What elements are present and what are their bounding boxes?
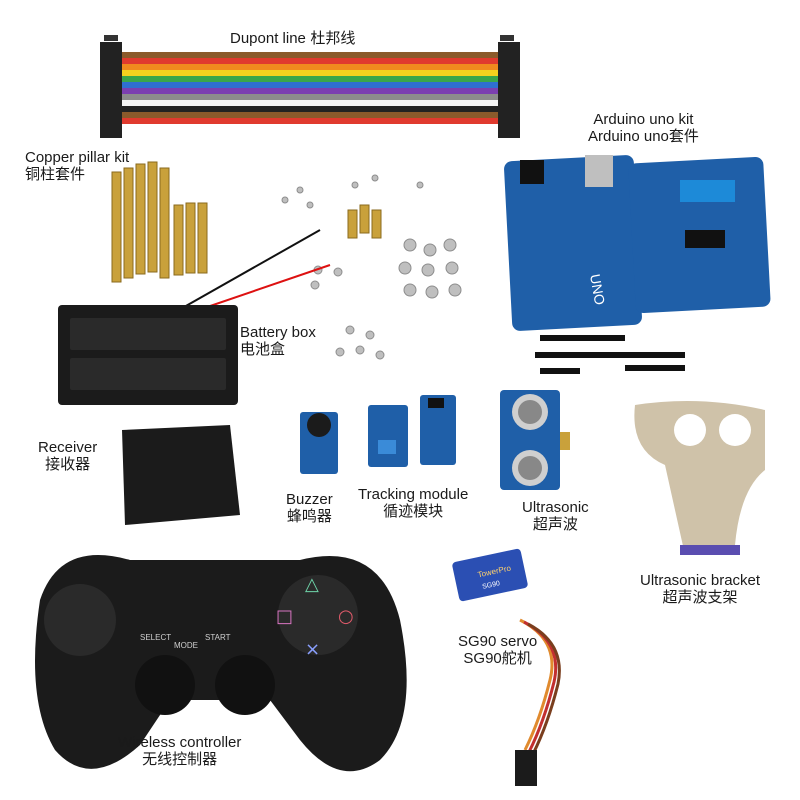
label-ultrasonic: Ultrasonic 超声波 [522,499,589,533]
label-arduino-en: Arduino uno kit [593,111,694,128]
uno-silk-text: UNO [587,273,608,307]
buzzer-module [300,412,338,474]
label-tracking-en: Tracking module [358,486,469,503]
label-receiver: Receiver 接收器 [38,439,98,473]
label-ultrasonic-bracket: Ultrasonic bracket 超声波支架 [640,572,761,606]
label-dupont-zh: 杜邦线 [310,30,356,47]
label-servo-en: SG90 servo [458,633,538,650]
ultrasonic-bracket [634,401,765,555]
circle-button-icon: ○ [338,606,354,627]
triangle-icon: △ [305,574,319,595]
label-tracking-module: Tracking module 循迹模块 [358,486,469,520]
servo-model-text: SG90 [482,580,501,591]
label-controller-en: Wireless controller [118,734,242,751]
battery-box [58,229,331,405]
label-battery-box: Battery box 电池盒 [240,324,316,358]
label-arduino-zh: Arduino uno套件 [588,127,699,145]
label-battery-zh: 电池盒 [240,340,286,358]
label-buzzer-zh: 蜂鸣器 [286,507,332,525]
label-bracket-en: Ultrasonic bracket [640,572,761,589]
label-bracket-zh: 超声波支架 [662,588,738,606]
label-dupont-line: Dupont line 杜邦线 [230,30,355,48]
receiver [122,425,240,525]
label-sg90-servo: SG90 servo SG90舵机 [458,633,538,667]
ultrasonic-sensor [500,390,570,490]
label-tracking-zh: 循迹模块 [383,502,444,520]
label-receiver-zh: 接收器 [45,455,91,473]
label-buzzer: Buzzer 蜂鸣器 [286,491,333,525]
label-buzzer-en: Buzzer [286,491,333,508]
label-servo-zh: SG90舵机 [463,649,532,667]
wireless-controller: SELECT MODE START △ ○ □ × [35,555,407,772]
label-arduino-uno-kit: Arduino uno kit Arduino uno套件 [588,111,699,145]
cross-button-icon: × [305,639,320,660]
copper-pillars [111,161,382,283]
label-battery-en: Battery box [240,324,316,341]
sg90-servo: TowerPro SG90 [452,548,561,786]
start-text: START [205,633,231,642]
label-receiver-en: Receiver [38,439,98,456]
label-copper-en: Copper pillar kit [25,149,130,166]
label-copper-pillar-kit: Copper pillar kit 铜柱套件 [25,149,130,183]
label-ultrasonic-en: Ultrasonic [522,499,589,516]
header-pins [535,335,685,374]
label-dupont-en: Dupont line [230,30,306,47]
label-ultrasonic-zh: 超声波 [532,515,578,533]
screws-washers [281,174,462,360]
square-button-icon: □ [276,606,293,627]
tracking-modules [368,395,456,467]
label-controller-zh: 无线控制器 [142,750,218,768]
select-text: SELECT [140,633,171,642]
label-wireless-controller: Wireless controller 无线控制器 [118,734,242,768]
mode-text: MODE [174,641,198,650]
dupont-ribbon [100,35,520,138]
label-copper-zh: 铜柱套件 [25,165,86,183]
arduino-boards: UNO [504,155,771,331]
